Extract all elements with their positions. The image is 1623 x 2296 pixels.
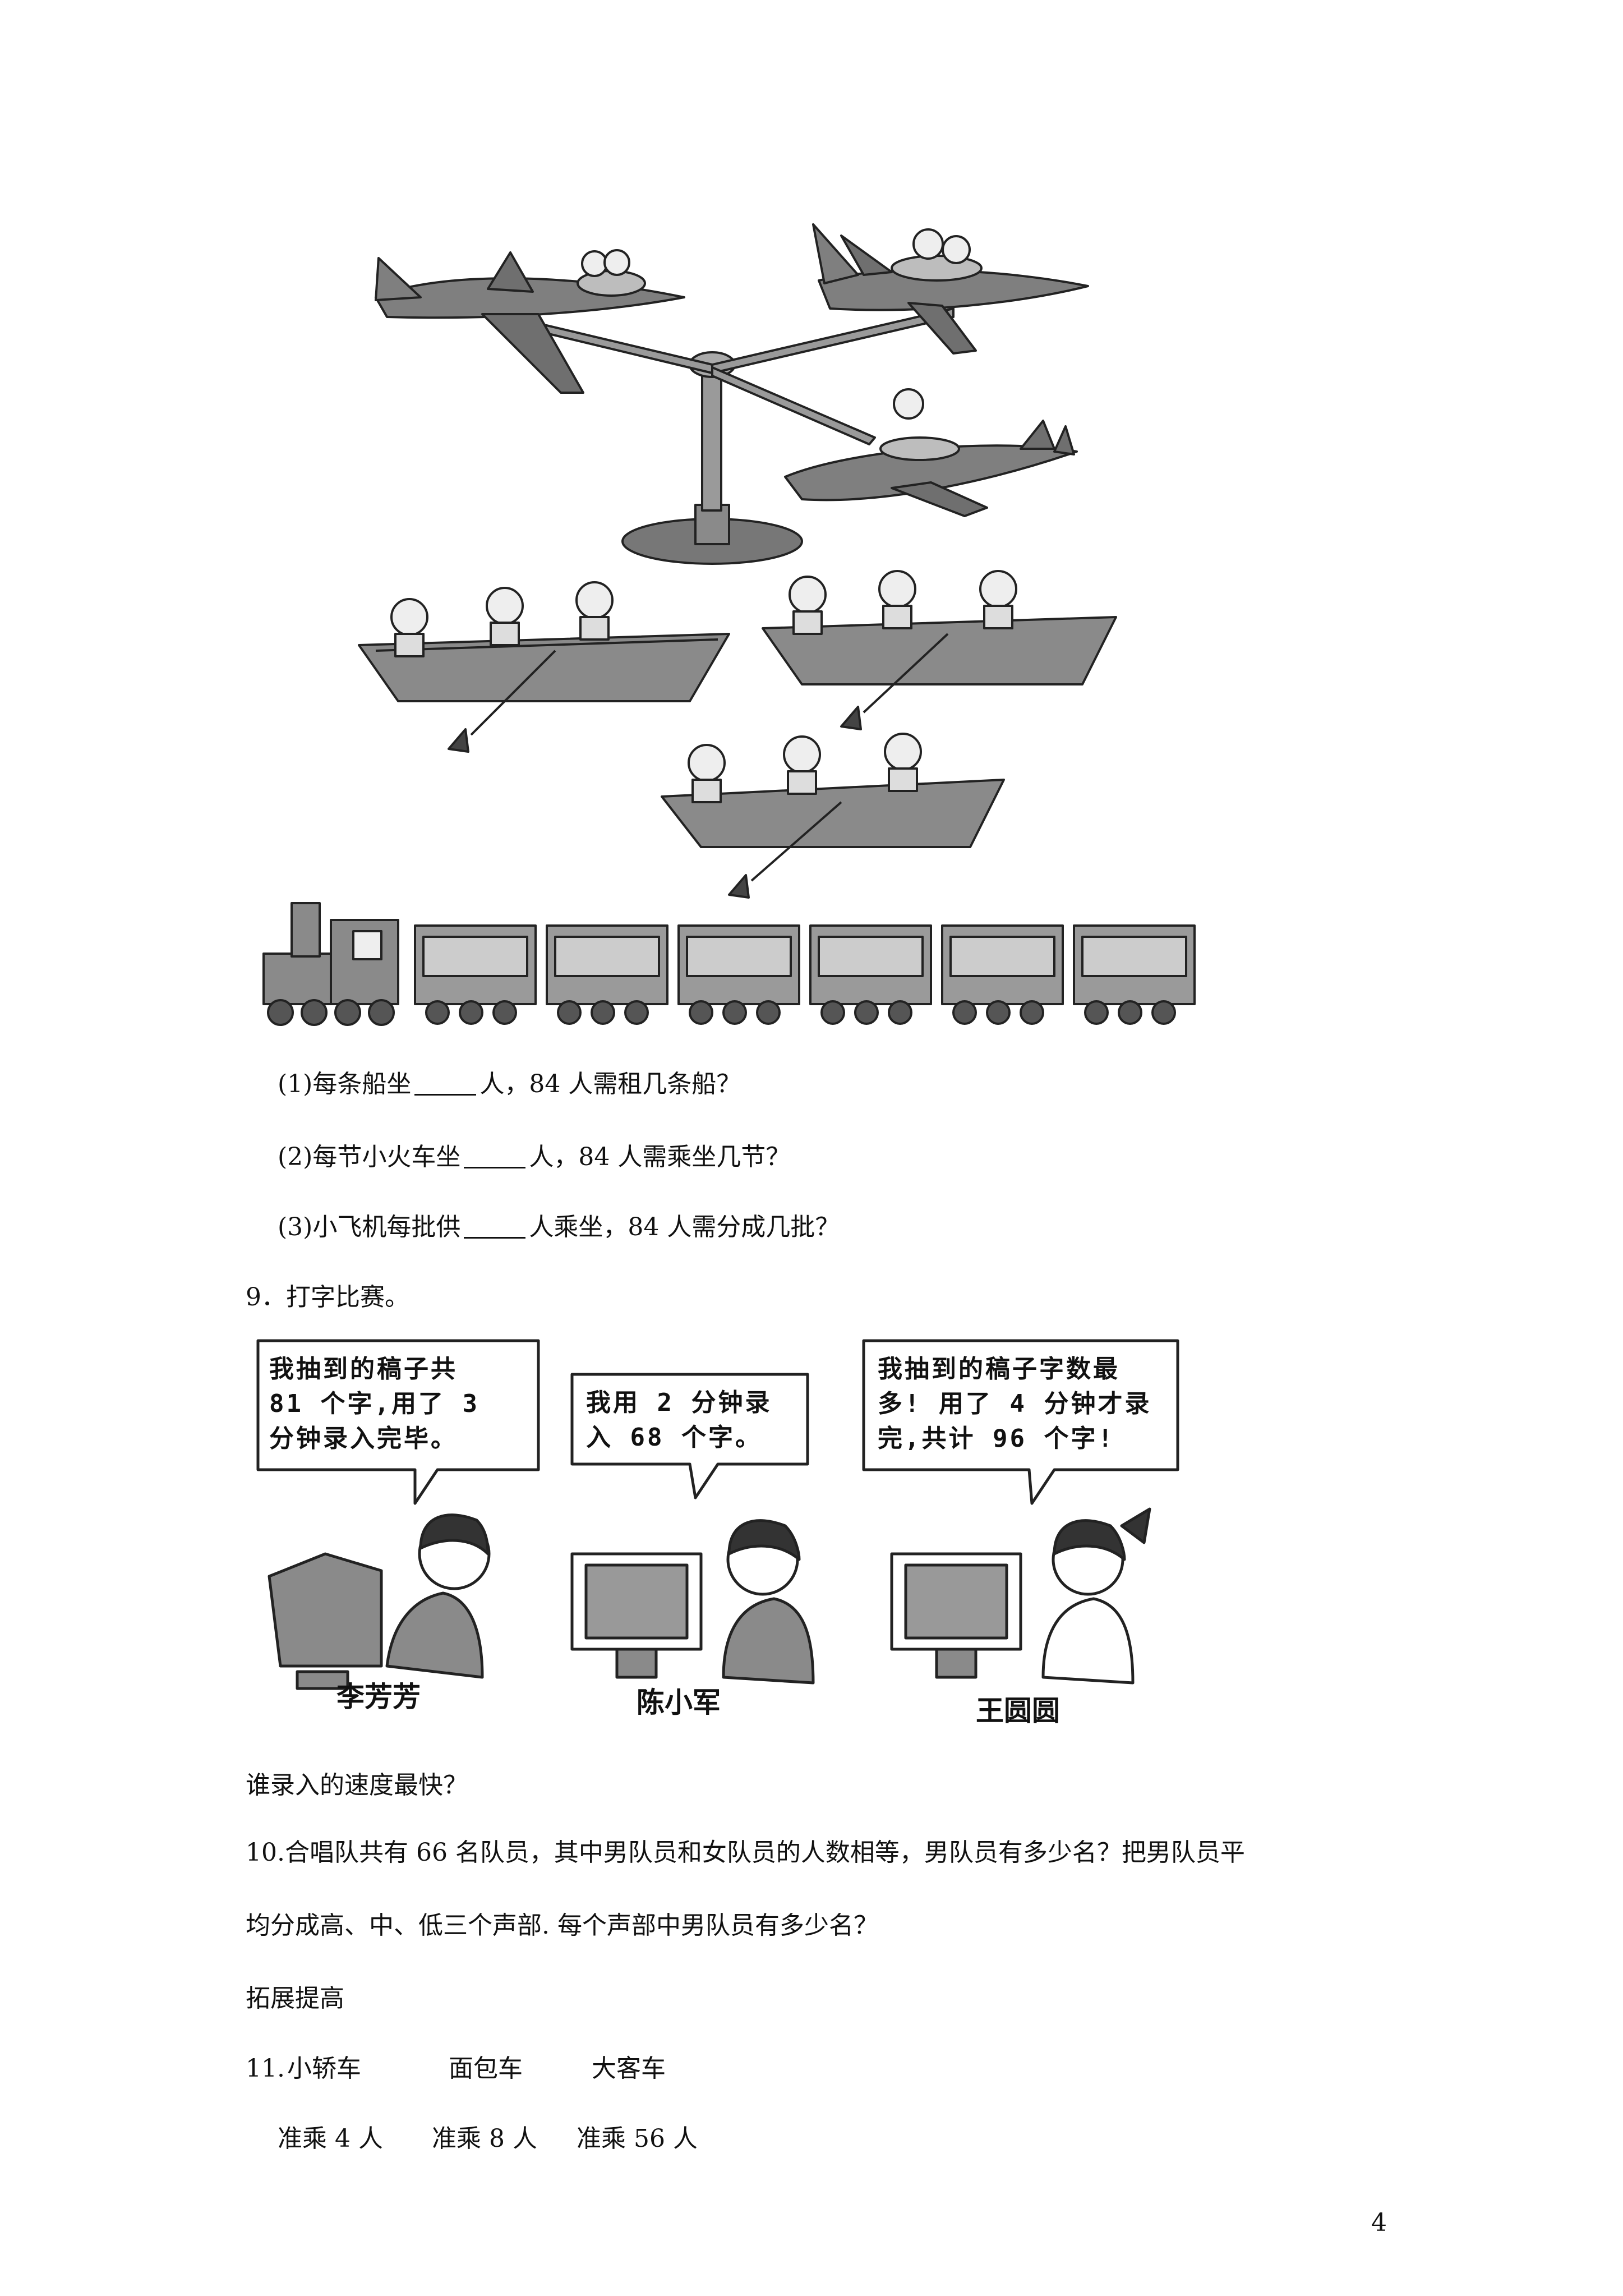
section-title: 拓展提高 [246, 1984, 344, 2013]
q8-sub1: (1)每条船坐 人，84 人需租几条船？ [278, 1069, 741, 1100]
name-label-1: 李芳芳 [336, 1681, 421, 1713]
q11-vehicle-1: 小轿车 [287, 2054, 361, 2083]
plane-left [375, 249, 685, 394]
speech-bubble-2 [570, 1373, 809, 1499]
page-number: 4 [1371, 2208, 1387, 2237]
q11-capacity-3: 准乘 56 人 [577, 2124, 698, 2153]
name-label-3: 王圆圆 [976, 1695, 1060, 1727]
q8-sub3: (3)小飞机每批供 人乘坐，84 人需分成几批？ [278, 1212, 840, 1243]
speech-bubble-1 [256, 1339, 540, 1505]
q11-vehicle-2: 面包车 [449, 2054, 523, 2083]
bubble-3-text: 我抽到的稿子字数最 多! 用了 4 分钟才录 完,共计 96 个字! [878, 1355, 1152, 1453]
q10-line2: 均分成高、中、低三个声部. 每个声部中男队员有多少名？ [246, 1911, 878, 1940]
boat-1 [358, 581, 730, 753]
speech-bubble-3 [862, 1339, 1179, 1505]
plane-right-middle [784, 388, 1078, 517]
q9-question: 谁录入的速度最快？ [246, 1771, 468, 1800]
toy-train [262, 902, 1196, 1026]
person-wang-yuanyuan [890, 1507, 1151, 1685]
q11-number: 11. [246, 2054, 285, 2083]
person-li-fangfang [268, 1513, 491, 1690]
q8-sub2-prefix: (2)每节小火车坐 [278, 1143, 461, 1171]
q11-capacity-1: 准乘 4 人 [278, 2124, 383, 2153]
plane-right-top [812, 223, 1089, 355]
answer-blank[interactable] [464, 1144, 526, 1168]
boat-3 [661, 733, 1005, 899]
q8-sub3-prefix: (3)小飞机每批供 [278, 1213, 461, 1241]
person-chen-xiaojun [570, 1519, 815, 1685]
q8-sub1-suffix: 人，84 人需租几条船？ [479, 1070, 741, 1098]
q9-title: 9．打字比赛。 [246, 1283, 409, 1312]
q8-sub1-prefix: (1)每条船坐 [278, 1070, 412, 1098]
q8-sub3-suffix: 人乘坐，84 人需分成几批？ [529, 1213, 840, 1241]
bubble-1-text: 我抽到的稿子共 81 个字,用了 3 分钟录入完毕。 [269, 1355, 479, 1453]
q11-capacity-2: 准乘 8 人 [432, 2124, 537, 2153]
q10-line1: 10.合唱队共有 66 名队员，其中男队员和女队员的人数相等，男队员有多少名？把… [246, 1838, 1245, 1867]
answer-blank[interactable] [414, 1071, 477, 1096]
q11-vehicle-3: 大客车 [592, 2054, 666, 2083]
q8-sub2-suffix: 人，84 人需乘坐几节？ [529, 1143, 791, 1171]
rides-illustration [262, 223, 1196, 1026]
answer-blank[interactable] [464, 1214, 526, 1239]
boat-2 [762, 570, 1117, 730]
bubble-2-text: 我用 2 分钟录 入 68 个字。 [586, 1388, 772, 1452]
name-label-2: 陈小军 [637, 1686, 721, 1719]
q8-sub2: (2)每节小火车坐 人，84 人需乘坐几节？ [278, 1142, 790, 1173]
typing-contest-illustration [256, 1339, 1179, 1690]
